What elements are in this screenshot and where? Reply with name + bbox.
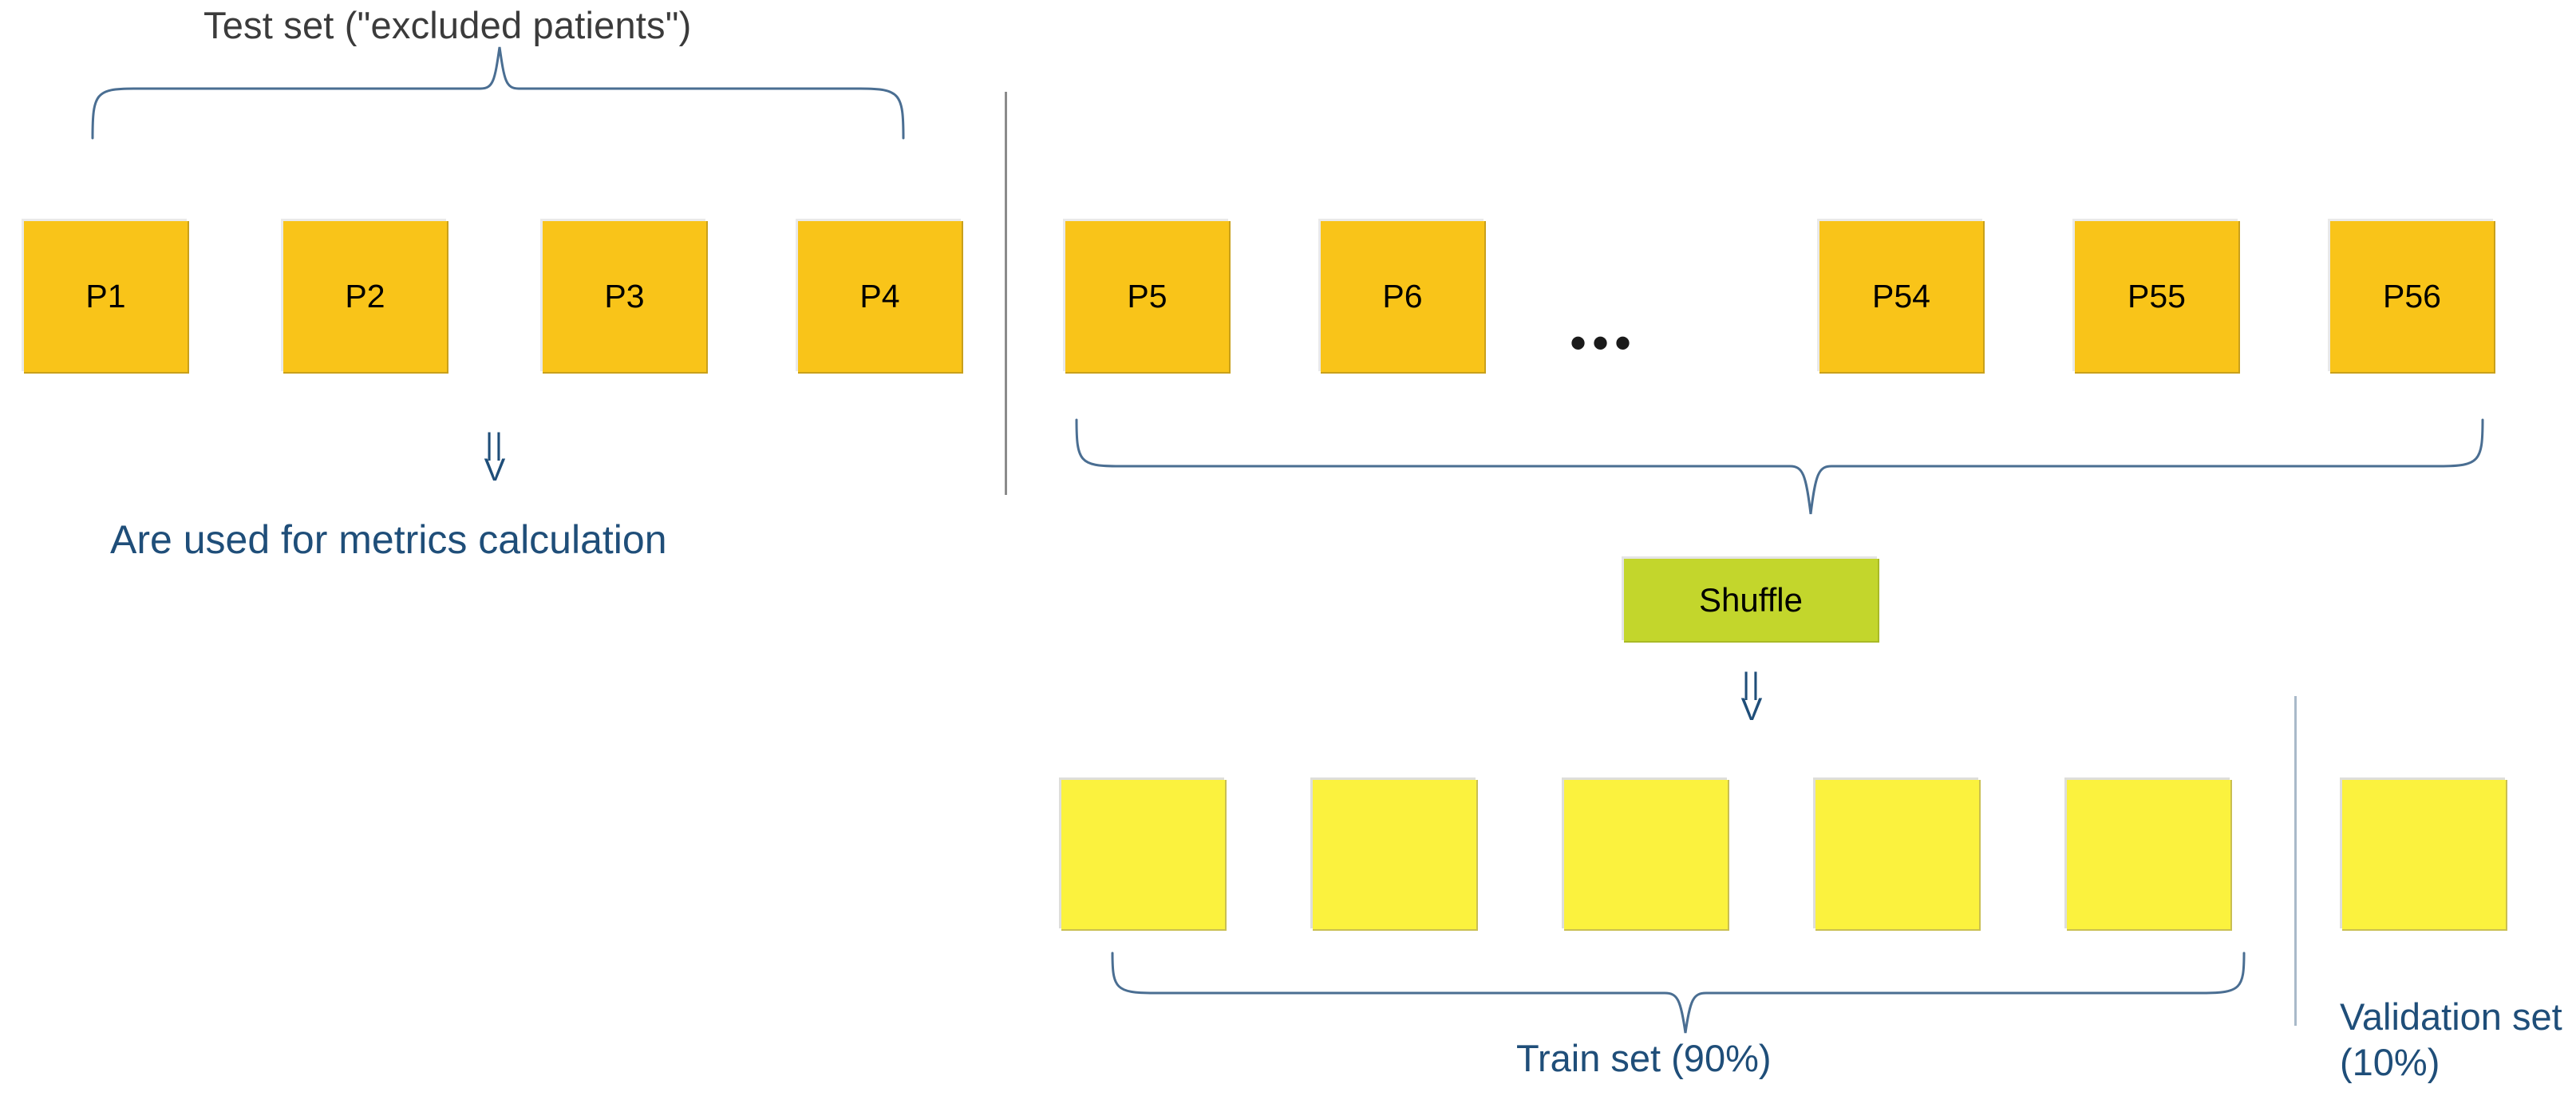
shuffled-box[interactable]	[2067, 780, 2232, 931]
validation-box[interactable]	[2342, 780, 2507, 931]
arrow-vee-glyph: V	[484, 452, 506, 488]
shuffled-box[interactable]	[1564, 780, 1729, 931]
arrow-bars-glyph: ||	[485, 428, 504, 461]
patient-box[interactable]: P55	[2075, 221, 2240, 374]
page-title: Test set ("excluded patients")	[203, 4, 692, 46]
patient-box[interactable]: P54	[1819, 221, 1985, 374]
shuffled-box[interactable]	[1061, 780, 1227, 931]
pool-brace	[1075, 418, 2484, 515]
validation-divider	[2294, 696, 2297, 1026]
shuffle-arrow: || V	[1712, 667, 1792, 727]
patient-box[interactable]: P5	[1065, 221, 1231, 374]
train-set-brace	[1111, 952, 2246, 1034]
ellipsis: •••	[1570, 316, 1638, 370]
metrics-caption: Are used for metrics calculation	[110, 517, 667, 562]
arrow-vee-glyph: V	[1740, 691, 1763, 727]
shuffled-box[interactable]	[1313, 780, 1478, 931]
patient-box[interactable]: P2	[283, 221, 448, 374]
shuffled-box[interactable]	[1815, 780, 1981, 931]
validation-set-caption: Validation set (10%)	[2340, 995, 2562, 1084]
train-set-caption: Train set (90%)	[1516, 1037, 1772, 1079]
patient-box[interactable]: P1	[24, 221, 189, 374]
patient-box[interactable]: P6	[1321, 221, 1486, 374]
section-divider-top	[1005, 92, 1007, 495]
arrow-bars-glyph: ||	[1742, 667, 1761, 701]
metrics-arrow: || V	[455, 428, 535, 488]
test-set-brace	[91, 46, 905, 140]
patient-box[interactable]: P3	[543, 221, 708, 374]
patient-box[interactable]: P56	[2330, 221, 2495, 374]
patient-box[interactable]: P4	[798, 221, 963, 374]
shuffle-box[interactable]: Shuffle	[1624, 559, 1879, 643]
